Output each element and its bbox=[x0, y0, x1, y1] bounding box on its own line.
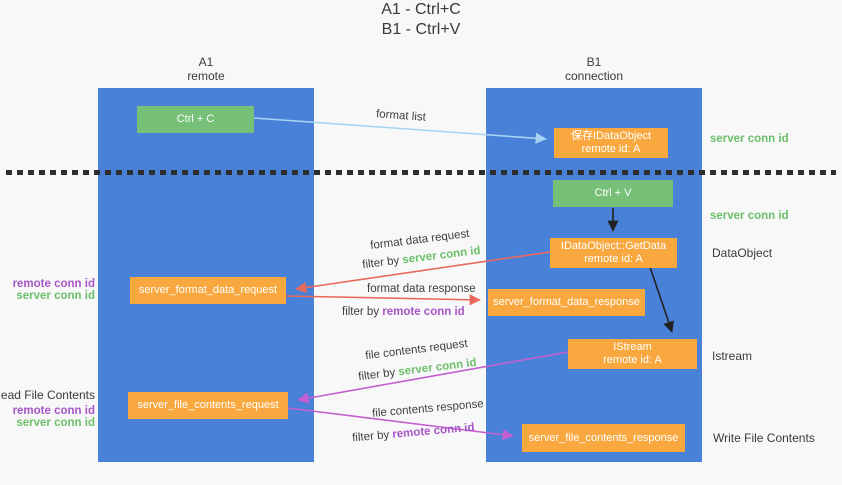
filter-by-text: filter by bbox=[342, 306, 383, 318]
node-idataobject-getdata: IDataObject::GetData remote id: A bbox=[550, 238, 677, 268]
node-getdata-line2: remote id: A bbox=[584, 253, 643, 265]
label-format-data-response: format data response bbox=[367, 283, 476, 295]
diagram-title: A1 - Ctrl+C B1 - Ctrl+V bbox=[0, 0, 842, 40]
node-ctrl-c: Ctrl + C bbox=[137, 106, 254, 133]
arrow-format-list bbox=[253, 117, 547, 144]
right-server-conn-id-mid: server conn id bbox=[710, 210, 789, 222]
lane-a-name: A1 bbox=[198, 55, 214, 69]
node-save-dataobject-line2: remote id: A bbox=[581, 143, 641, 155]
lane-a-role: remote bbox=[187, 69, 225, 83]
right-istream-label: Istream bbox=[712, 349, 753, 363]
node-istream-line1: IStream bbox=[613, 341, 652, 353]
left-remote-conn-id-2: remote conn id bbox=[12, 405, 95, 417]
node-ctrl-v: Ctrl + V bbox=[553, 180, 673, 207]
phase-divider-dotted-line bbox=[6, 170, 836, 175]
left-conn-ids-format: remote conn id server conn id bbox=[0, 278, 95, 302]
node-format-request-label: server_format_data_request bbox=[138, 284, 278, 296]
write-file-contents-label: Write File Contents bbox=[713, 431, 815, 445]
remote-conn-id-text: remote conn id bbox=[382, 306, 465, 318]
node-ctrl-c-label: Ctrl + C bbox=[176, 113, 215, 125]
read-file-contents-label: Read File Contents bbox=[0, 388, 95, 402]
node-ctrl-v-label: Ctrl + V bbox=[594, 187, 632, 199]
arrow-getdata-to-istream bbox=[649, 266, 674, 333]
node-server-format-data-response: server_format_data_response bbox=[488, 289, 645, 316]
lane-b-role: connection bbox=[564, 69, 624, 83]
title-line-1: A1 - Ctrl+C bbox=[381, 1, 461, 18]
right-dataobject-label: DataObject bbox=[712, 246, 773, 260]
node-server-file-contents-request: server_file_contents_request bbox=[128, 392, 288, 419]
node-istream: IStream remote id: A bbox=[568, 339, 697, 369]
node-server-file-contents-response: server_file_contents_response bbox=[522, 424, 685, 452]
arrow-file-contents-request bbox=[297, 351, 569, 404]
node-file-request-label: server_file_contents_request bbox=[137, 399, 279, 411]
lane-b-header: B1 connection bbox=[486, 55, 702, 83]
node-file-response-label: server_file_contents_response bbox=[528, 431, 679, 444]
lane-a-header: A1 remote bbox=[98, 55, 314, 83]
label-filter-format-response: filter by remote conn id bbox=[342, 306, 465, 318]
arrow-format-data-request bbox=[295, 251, 551, 294]
left-file-annotations: Read File Contents remote conn id server… bbox=[0, 388, 95, 429]
node-getdata-line1: IDataObject::GetData bbox=[560, 240, 667, 252]
node-istream-line2: remote id: A bbox=[603, 354, 662, 366]
node-server-format-data-request: server_format_data_request bbox=[130, 277, 286, 304]
node-save-dataobject-line1: 保存IDataObject bbox=[570, 130, 652, 142]
node-save-dataobject: 保存IDataObject remote id: A bbox=[554, 128, 668, 158]
node-format-response-label: server_format_data_response bbox=[493, 296, 640, 308]
arrow-format-data-response bbox=[285, 294, 481, 306]
title-line-2: B1 - Ctrl+V bbox=[381, 21, 461, 38]
right-server-conn-id-top: server conn id bbox=[710, 133, 789, 145]
arrow-file-contents-response bbox=[287, 407, 514, 441]
left-server-conn-id: server conn id bbox=[16, 290, 95, 302]
left-remote-conn-id: remote conn id bbox=[12, 278, 95, 290]
lane-b-name: B1 bbox=[586, 55, 602, 69]
left-server-conn-id-2: server conn id bbox=[16, 417, 95, 429]
